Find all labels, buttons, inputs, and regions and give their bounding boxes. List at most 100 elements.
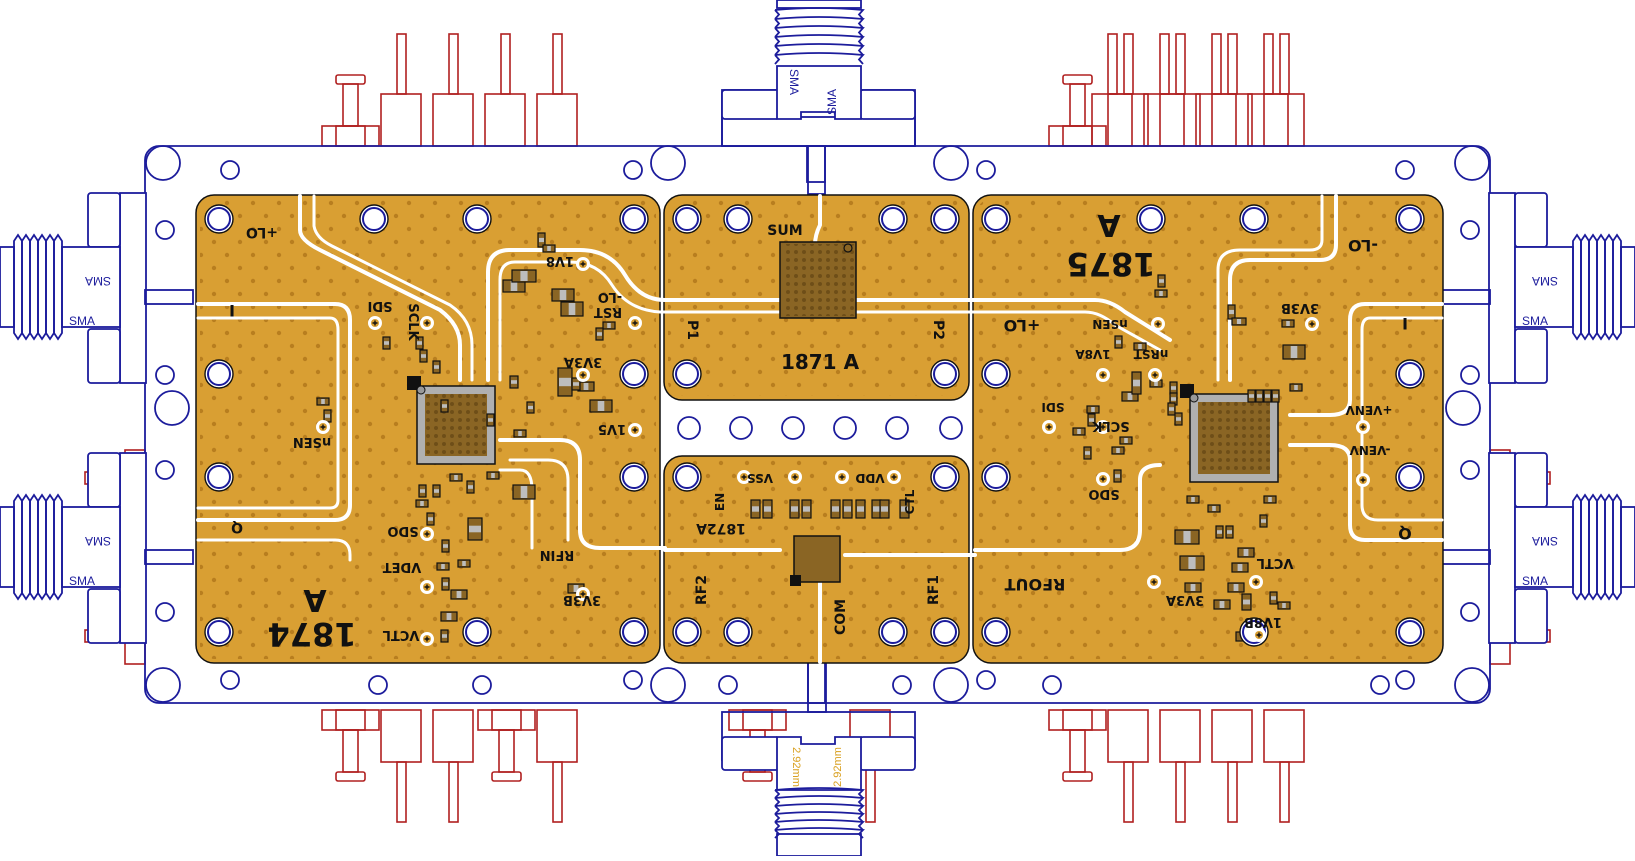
label-right-minus-venv: -VENV (1349, 443, 1391, 457)
thread-ridge (774, 811, 865, 823)
label-right-sdo: SDO (1088, 486, 1119, 501)
sma-connector-right-2 (1488, 452, 1635, 644)
label-right-3v3b: 3V3B (1281, 300, 1319, 315)
thread-ridge (774, 16, 865, 29)
smd-component-center (1091, 407, 1095, 412)
plated-hole-ring (933, 620, 957, 644)
header-pin-lead (1263, 33, 1274, 95)
header-pin-body (380, 709, 422, 763)
separator-hole (885, 416, 909, 440)
screw-head-block (491, 709, 522, 731)
header-pin-body (1159, 709, 1201, 763)
test-point-cross (580, 372, 586, 378)
pcb-mounting-holes (204, 204, 1425, 647)
sma-nut-top (1514, 192, 1548, 248)
housing-hole-large (145, 667, 181, 703)
smd-component-center (844, 506, 851, 512)
sma-label-right-1a: SMA (1532, 274, 1558, 288)
label-left-sdo: SDO (387, 523, 418, 538)
header-pin-body (1211, 93, 1253, 147)
plated-hole-ring (622, 207, 646, 231)
label-left-1v5: 1V5 (598, 421, 626, 436)
header-pin-body (1247, 93, 1289, 147)
smd-component-center (462, 561, 466, 566)
smd-component-center (1249, 394, 1254, 398)
sma-tip (0, 506, 15, 588)
housing-hole-small (976, 670, 996, 690)
right-part-number: 1875 (1066, 245, 1155, 283)
label-left-plus-lo: +LO (246, 224, 278, 240)
smd-component-center (442, 634, 447, 638)
trace (1216, 194, 1324, 382)
sma-connector-left-1 (0, 192, 147, 384)
label-left-rst: RST (594, 304, 622, 319)
sma-connector-top (721, 0, 916, 183)
smd-component-center (1191, 497, 1195, 502)
label-right-1v8b: 1V8B (1244, 614, 1282, 629)
trace (498, 438, 667, 550)
header-pin-lead (396, 761, 407, 823)
smd-component-center (1133, 379, 1140, 387)
smd-component-center (803, 506, 810, 512)
sma-label-top-1: SMA (787, 69, 801, 95)
plated-hole-ring (675, 362, 699, 386)
smd-component-center (1233, 584, 1239, 591)
smd-component-center (559, 290, 567, 300)
sma-tip (0, 246, 15, 328)
thread-ridge (774, 819, 865, 831)
screw-shaft (1069, 729, 1086, 773)
test-point-cross (891, 474, 897, 480)
smd-component-center (434, 365, 439, 369)
label-vdd: VDD (855, 471, 884, 485)
thread-ridge (774, 795, 865, 807)
label-left-minus-lo: -LO (598, 289, 622, 304)
housing-hole-small (220, 160, 240, 180)
trace (973, 463, 1162, 552)
housing-hole-small (623, 160, 643, 180)
separator-hole (729, 416, 753, 440)
sma-thread (1580, 233, 1590, 341)
plated-hole-ring (675, 465, 699, 489)
test-point-cross (424, 320, 430, 326)
smd-component-center (1176, 417, 1181, 421)
plated-hole-ring (933, 465, 957, 489)
screw-head-block (1062, 709, 1093, 731)
label-left-3v3a: 3V3A (564, 354, 602, 369)
label-left-q: Q (231, 519, 243, 535)
smd-component-center (1171, 386, 1176, 390)
header-pin-body (432, 93, 474, 147)
separator-hole (833, 416, 857, 440)
smd-component-center (1227, 530, 1232, 534)
trace (1288, 443, 1444, 542)
plated-hole-ring (207, 207, 231, 231)
test-point-cross (1152, 372, 1158, 378)
plated-hole-ring (675, 207, 699, 231)
plated-hole-ring (933, 207, 957, 231)
trace (312, 194, 474, 382)
smd-component-center (469, 525, 481, 533)
sma-thread (1588, 233, 1598, 341)
housing-hole-large (933, 145, 969, 181)
left-part-rev: A (303, 582, 327, 617)
plated-hole-ring (984, 207, 1008, 231)
trace (508, 458, 570, 542)
header-pin-body (1159, 93, 1201, 147)
test-point-cross (741, 474, 747, 480)
header-pin-lead (1227, 33, 1238, 95)
trace (196, 302, 352, 522)
housing-hole-large (145, 145, 181, 181)
housing-hole-small (155, 220, 175, 240)
smd-component-center (857, 506, 864, 512)
smd-component-center (764, 506, 771, 512)
sma-thread (1572, 233, 1582, 341)
test-point-cross (1253, 579, 1259, 585)
test-point-cross (1151, 579, 1157, 585)
label-right-plus-lo: +LO (1004, 316, 1041, 335)
label-rf1: RF1 (926, 575, 942, 605)
smd-component-center (752, 506, 759, 512)
housing-hole-small (976, 160, 996, 180)
label-left-i: I (229, 301, 235, 320)
label-right-plus-venv: +VENV (1345, 403, 1393, 417)
label-right-3v3a: 3V3A (1166, 592, 1204, 607)
smd-component-center (832, 506, 839, 512)
